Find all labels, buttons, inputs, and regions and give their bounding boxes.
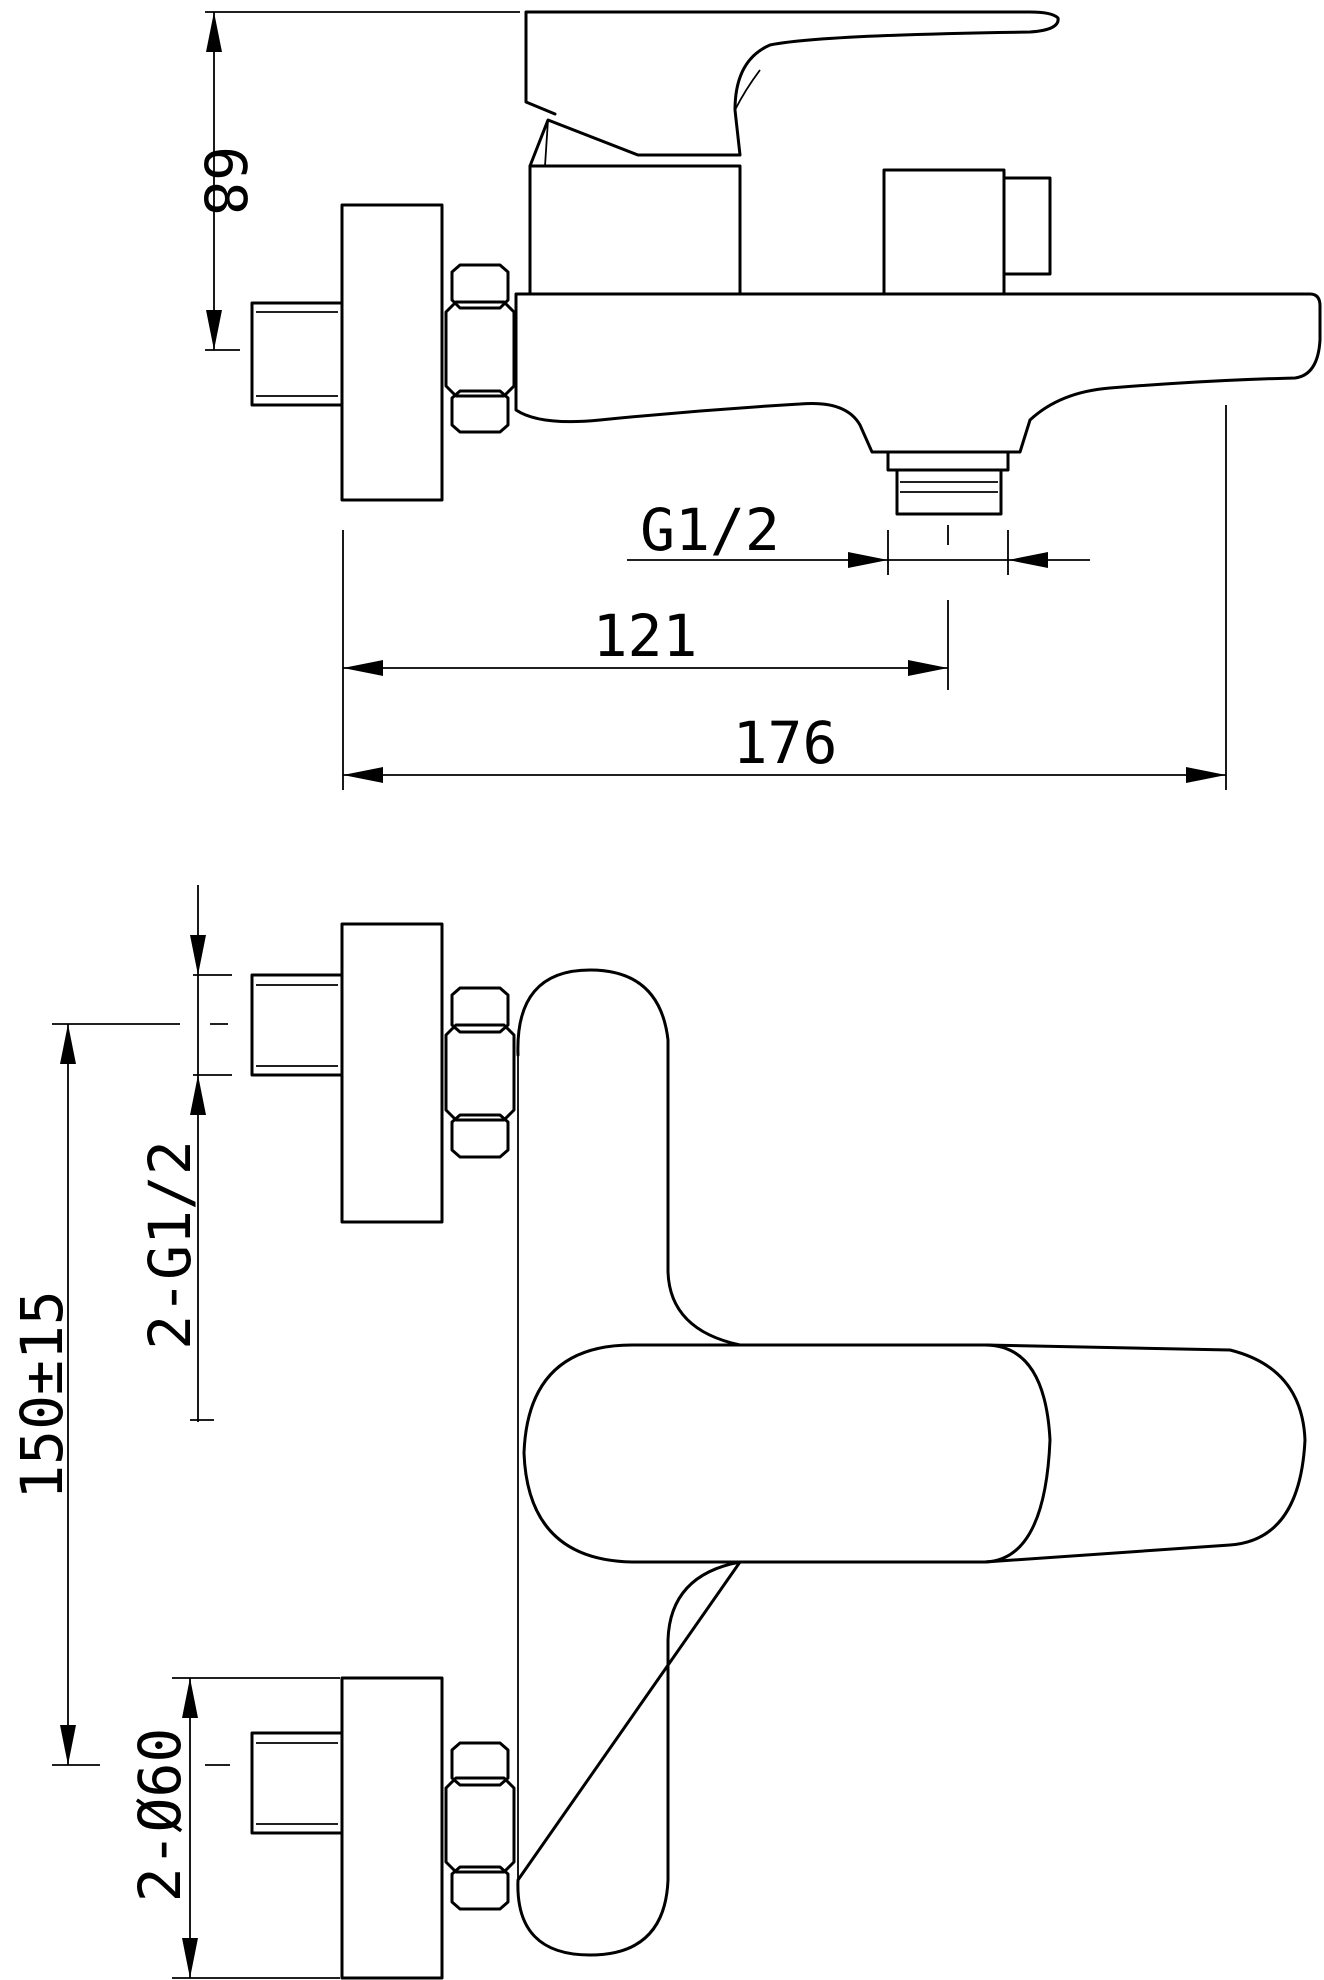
dimension-inlet-thread-label: 2-G1/2 (136, 1140, 204, 1350)
hex-nut-top (444, 263, 516, 434)
hex-nut-upper (444, 986, 516, 1159)
lever-handle-front (522, 1343, 1052, 1564)
side-elevation-view: 68 G1/2 121 176 (191, 10, 1322, 790)
inlet-thread-pipe-lower (250, 1731, 344, 1835)
hex-nut-lower (444, 1741, 516, 1911)
dimension-g12-label: G1/2 (640, 496, 780, 564)
dimension-flange-diameter-label: 2-Ø60 (126, 1728, 194, 1903)
diverter-knob-cap (1002, 176, 1052, 276)
lever-handle-tip (983, 1343, 1307, 1564)
spout-aerator (895, 468, 1003, 516)
cartridge-block (528, 164, 742, 296)
dimension-68-label: 68 (191, 146, 259, 216)
dimension-121-label: 121 (593, 602, 698, 670)
front-elevation-view: 2-G1/2 150±15 2-Ø60 (8, 885, 1307, 1980)
wall-flange-upper (340, 922, 444, 1224)
lever-handle-top (524, 10, 1060, 168)
faucet-body-top (514, 292, 1322, 454)
dimension-center-distance-label: 150±15 (8, 1290, 76, 1500)
spout-outlet-ring (886, 450, 1010, 472)
faucet-body-front (516, 968, 742, 1957)
inlet-thread-pipe-upper (250, 973, 344, 1077)
inlet-thread-pipe-top (250, 301, 344, 407)
wall-flange-top (340, 203, 444, 502)
diverter-knob (882, 168, 1006, 296)
wall-flange-lower (340, 1676, 444, 1980)
dimension-176-label: 176 (733, 709, 838, 777)
